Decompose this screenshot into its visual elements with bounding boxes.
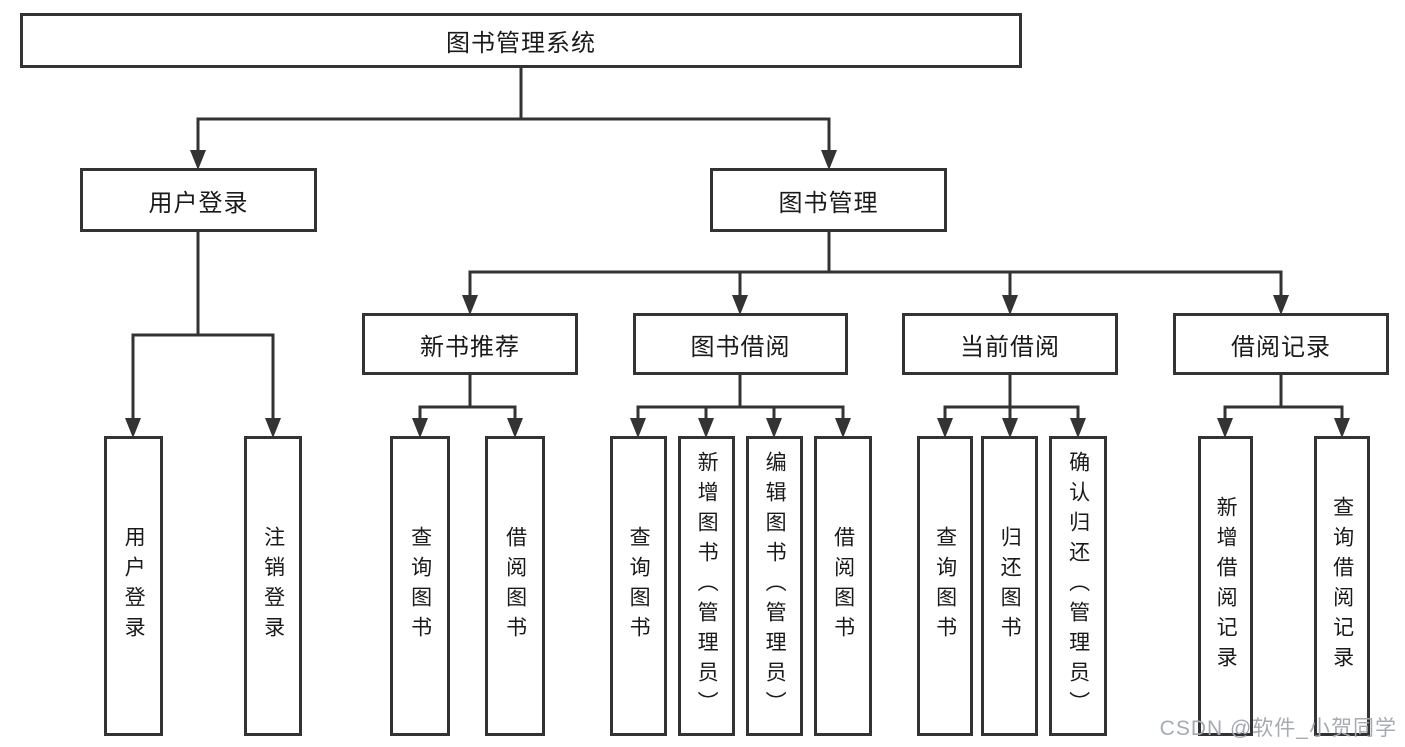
node-v-add-borrow-record-label: 新增借阅记录 [1214, 496, 1238, 676]
node-v-query-books-1: 查询图书 [390, 436, 450, 736]
node-v-logout-label: 注销登录 [261, 526, 285, 646]
node-v-query-books-2-label: 查询图书 [627, 526, 651, 646]
node-v-query-books-3: 查询图书 [917, 436, 973, 736]
node-v-borrow-books-2-label: 借阅图书 [831, 526, 855, 646]
node-v-edit-books-admin-label: 编辑图书（管理员） [763, 451, 787, 721]
node-v-edit-books-admin: 编辑图书（管理员） [746, 436, 803, 736]
node-book-borrow-label: 图书借阅 [690, 333, 791, 361]
node-v-borrow-books-2: 借阅图书 [814, 436, 872, 736]
node-v-add-borrow-record: 新增借阅记录 [1198, 436, 1253, 736]
node-current-borrow: 当前借阅 [902, 313, 1118, 375]
node-v-confirm-return-admin-label: 确认归还（管理员） [1066, 451, 1090, 721]
node-new-book-recommend: 新书推荐 [362, 313, 578, 375]
node-borrow-records: 借阅记录 [1173, 313, 1389, 375]
node-v-query-books-3-label: 查询图书 [933, 526, 957, 646]
node-v-query-borrow-record-label: 查询借阅记录 [1330, 496, 1354, 676]
node-v-user-login: 用户登录 [104, 436, 163, 736]
watermark-text: CSDN @软件_小贺同学 [1159, 717, 1397, 740]
node-v-logout: 注销登录 [244, 436, 302, 736]
node-v-return-books: 归还图书 [981, 436, 1038, 736]
node-v-add-books-admin-label: 新增图书（管理员） [695, 451, 719, 721]
node-v-add-books-admin: 新增图书（管理员） [678, 436, 735, 736]
node-v-confirm-return-admin: 确认归还（管理员） [1049, 436, 1107, 736]
node-book-management-label: 图书管理 [778, 189, 879, 217]
node-root: 图书管理系统 [20, 13, 1022, 68]
node-v-query-books-1-label: 查询图书 [408, 526, 432, 646]
node-borrow-records-label: 借阅记录 [1231, 333, 1331, 361]
node-v-query-borrow-record: 查询借阅记录 [1314, 436, 1370, 736]
node-v-user-login-label: 用户登录 [122, 526, 146, 646]
node-v-borrow-books-1-label: 借阅图书 [503, 526, 527, 646]
node-current-borrow-label: 当前借阅 [960, 333, 1060, 361]
node-book-borrow: 图书借阅 [633, 313, 848, 375]
node-v-query-books-2: 查询图书 [610, 436, 667, 736]
node-new-book-recommend-label: 新书推荐 [420, 333, 520, 361]
node-v-return-books-label: 归还图书 [998, 526, 1022, 646]
node-user-login-label: 用户登录 [148, 189, 249, 217]
node-book-management: 图书管理 [710, 168, 947, 232]
node-root-label: 图书管理系统 [446, 30, 596, 57]
node-user-login: 用户登录 [80, 168, 317, 232]
node-v-borrow-books-1: 借阅图书 [485, 436, 545, 736]
